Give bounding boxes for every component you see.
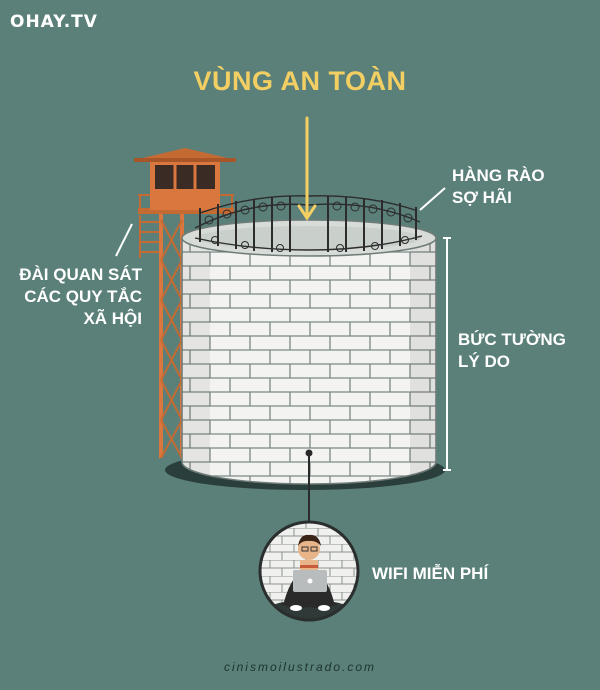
title-arrow: [297, 116, 317, 221]
fence-label: HÀNG RÀO SỢ HÃI: [452, 165, 545, 209]
illustration-title: VÙNG AN TOÀN: [193, 66, 407, 96]
tower-label-line-3: XÃ HỘI: [83, 309, 142, 328]
tower-label-line-2: CÁC QUY TẮC: [24, 287, 142, 306]
person-inset: [258, 520, 360, 622]
fence-label-line-1: HÀNG RÀO: [452, 166, 545, 185]
fence-pointer: [419, 187, 446, 211]
watermark: OHAY.TV: [10, 12, 98, 32]
tower-label-line-1: ĐÀI QUAN SÁT: [19, 265, 142, 284]
wall-label-line-2: LÝ DO: [458, 352, 510, 371]
wifi-pointer: [305, 449, 313, 523]
wall-bracket: [443, 237, 451, 471]
wall-label-line-1: BỨC TƯỜNG: [458, 330, 566, 349]
tower-label: ĐÀI QUAN SÁT CÁC QUY TẮC XÃ HỘI: [10, 264, 142, 330]
tower-pointer: [115, 223, 133, 257]
wall-label: BỨC TƯỜNG LÝ DO: [458, 329, 566, 373]
fence-label-line-2: SỢ HÃI: [452, 188, 512, 207]
wifi-label: WIFI MIỄN PHÍ: [372, 564, 489, 583]
credit: cinismoilustrado.com: [223, 660, 377, 674]
barbed-wire-fence: [194, 195, 423, 252]
brick-wall: [181, 219, 437, 485]
